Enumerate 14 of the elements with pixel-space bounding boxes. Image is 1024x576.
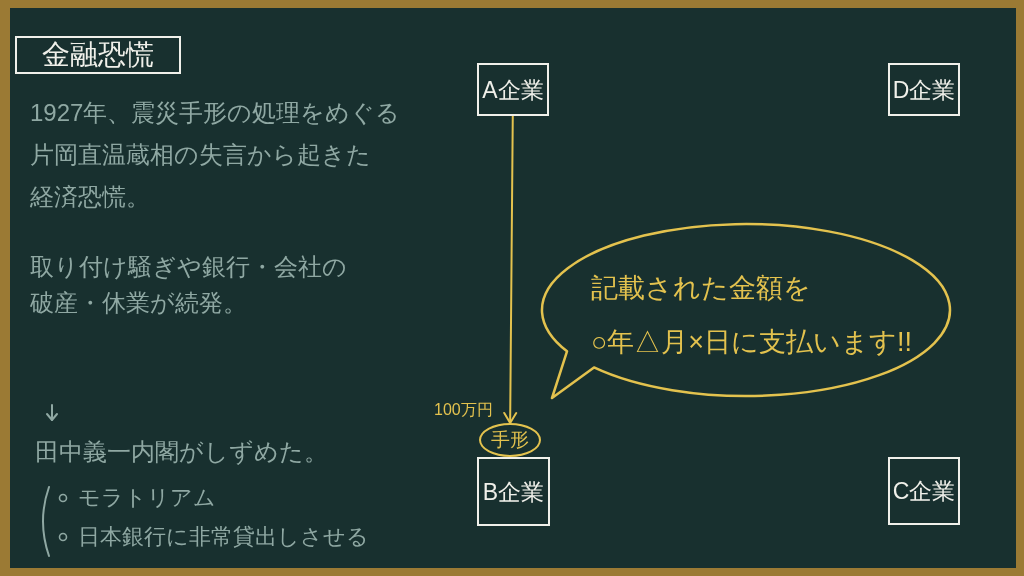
conclusion-text: 田中義一内閣がしずめた。 [35,437,328,467]
list-item: モラトリアム [78,484,216,512]
company-box: C企業 [888,457,960,525]
paragraph: 取り付け騒ぎや銀行・会社の破産・休業が続発。 [30,252,348,318]
title-box: 金融恐慌 [15,36,181,74]
oval-tag: 手形 [479,423,541,457]
company-box: D企業 [888,63,960,116]
company-box: B企業 [477,457,550,526]
arrow [503,115,518,424]
company-box: A企業 [477,63,549,116]
paragraph: 1927年、震災手形の処理をめぐる片岡直温蔵相の失言から起きた経済恐慌。 [30,98,402,212]
list-item: 日本銀行に非常貸出しさせる [78,523,369,551]
edge-label: 100万円 [432,400,495,420]
speech-bubble: 記載された金額を○年△月×日に支払います!! [538,220,954,402]
